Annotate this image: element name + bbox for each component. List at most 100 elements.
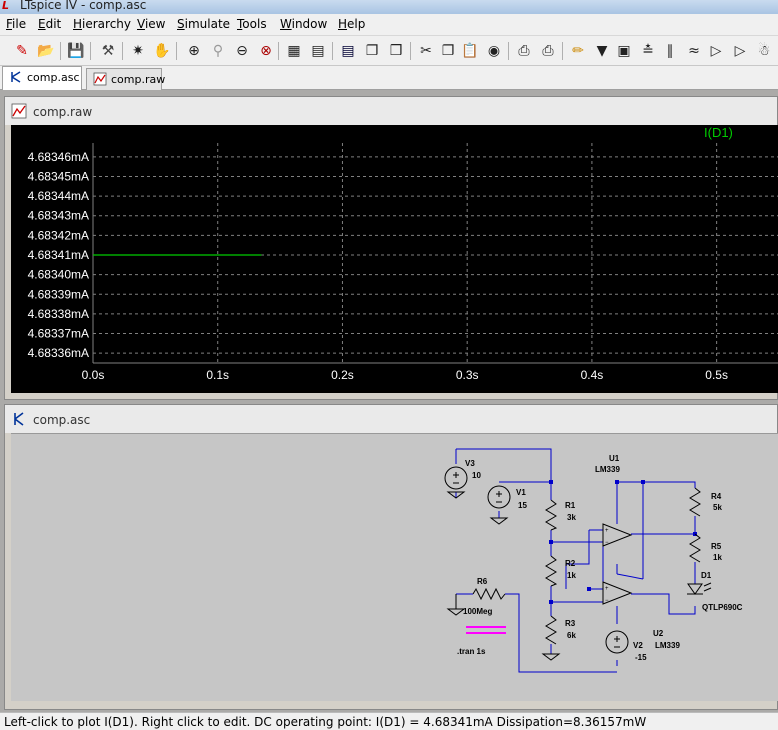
paste-icon[interactable]: 📋 [461,43,479,59]
new-schematic-icon[interactable]: ✎ [16,43,28,59]
schematic-window: comp.asc [4,404,778,710]
v3-source[interactable] [444,466,468,490]
menu-edit[interactable]: Edit [38,17,62,31]
v3-ref: V3 [465,459,475,468]
copy-icon[interactable]: ❐ [441,43,455,59]
v1-source[interactable] [487,485,511,509]
capacitor-icon[interactable]: ∥ [666,43,674,59]
toolbar-separator [176,42,177,60]
menu-hierarchy[interactable]: Hierarchy [73,17,132,31]
find-binoculars-icon[interactable]: ◉ [487,43,501,59]
zoom-out-icon[interactable]: ⊖ [236,43,248,59]
halt-hand-icon[interactable]: ✋ [153,43,171,59]
print-icon[interactable]: ⎙ [542,43,554,59]
menu-bar: File Edit Hierarchy View Simulate Tools … [0,14,778,36]
zoom-in-icon[interactable]: ⊕ [188,43,200,59]
toolbar-separator [562,42,563,60]
inductor-icon[interactable]: ≈ [688,43,700,59]
pan-icon[interactable]: ⚲ [212,43,224,59]
v2-value: -15 [635,653,647,662]
x-tick-label: 0.2s [331,368,354,382]
print-setup-icon[interactable]: ⎙ [518,43,530,59]
toolbar-separator [508,42,509,60]
close-all-icon[interactable]: ❒ [389,43,403,59]
x-tick-label: 0.3s [456,368,479,382]
r3-resistor[interactable] [545,615,557,645]
svg-text:+: + [605,586,609,592]
tab-comp-asc[interactable]: comp.asc [2,66,82,90]
waveform-icon [93,72,107,86]
x-tick-label: 0.5s [705,368,728,382]
cascade-icon[interactable]: ❐ [365,43,379,59]
circuit-schematic[interactable]: V3 10 V1 15 U1 LM339 R1 3k R2 1k R3 6k R… [11,434,778,702]
svg-text:−: − [605,540,609,546]
diode-icon[interactable]: ▷ [710,43,722,59]
r5-resistor[interactable] [689,533,701,563]
r6-resistor[interactable] [472,587,506,601]
r1-value: 3k [567,513,576,522]
ltspice-app-icon: L [2,0,10,12]
toolbar: ✎ 📂 💾 ⚒ ✷ ✋ ⊕ ⚲ ⊖ ⊗ ▦ ▤ ▤ ❐ ❒ ✂ ❐ 📋 ◉ ⎙ … [0,36,778,66]
r1-ref: R1 [565,501,576,510]
menu-file[interactable]: File [6,17,27,31]
zoom-cancel-icon[interactable]: ⊗ [260,43,272,59]
u2-comparator[interactable] [602,581,633,605]
fft-icon[interactable]: ▤ [311,43,325,59]
menu-help[interactable]: Help [338,17,366,31]
d1-value: QTLP690C [702,603,743,612]
r6-value: 100Meg [463,607,492,616]
save-icon[interactable]: 💾 [67,43,85,59]
schematic-canvas[interactable]: V3 10 V1 15 U1 LM339 R1 3k R2 1k R3 6k R… [11,433,778,701]
u1-comparator[interactable] [602,523,633,547]
label-net-icon[interactable]: ▣ [617,43,631,59]
cut-icon[interactable]: ✂ [420,43,432,59]
u1-ref: U1 [609,454,620,463]
autorange-icon[interactable]: ▦ [287,43,301,59]
v2-ref: V2 [633,641,643,650]
rotate-icon[interactable]: ☃ [757,43,771,59]
x-tick-label: 0.0s [82,368,105,382]
y-tick-label: 4.68339mA [28,287,89,301]
tile-horizontal-icon[interactable]: ▤ [341,43,355,59]
r2-resistor[interactable] [545,555,558,587]
y-tick-label: 4.68345mA [28,169,89,183]
y-tick-label: 4.68340mA [28,268,89,282]
r6-ref: R6 [477,577,488,586]
tran-directive[interactable]: .tran 1s [457,647,486,656]
waveform-window-title: comp.raw [33,105,93,119]
resistor-icon[interactable]: ≛ [642,43,654,59]
menu-tools[interactable]: Tools [237,17,267,31]
r4-resistor[interactable] [689,487,701,517]
y-tick-label: 4.68341mA [28,248,89,262]
waveform-chart[interactable]: 4.68346mA4.68345mA4.68344mA4.68343mA4.68… [11,125,778,393]
wires [455,448,696,673]
y-tick-label: 4.68342mA [28,228,89,242]
y-tick-label: 4.68343mA [28,209,89,223]
x-tick-label: 0.4s [581,368,604,382]
draw-wire-icon[interactable]: ✏ [572,43,584,59]
menu-view[interactable]: View [137,17,166,31]
menu-window[interactable]: Window [280,17,328,31]
status-text: Left-click to plot I(D1). Right click to… [4,715,647,729]
control-panel-hammer-icon[interactable]: ⚒ [101,43,115,59]
toolbar-separator [410,42,411,60]
trace-label[interactable]: I(D1) [704,125,733,140]
run-icon[interactable]: ✷ [132,43,144,59]
menu-simulate[interactable]: Simulate [177,17,231,31]
toolbar-separator [332,42,333,60]
open-folder-icon[interactable]: 📂 [37,43,55,59]
tab-comp-raw[interactable]: comp.raw [86,68,165,90]
document-tab-strip: comp.asc comp.raw [0,66,778,90]
svg-text:−: − [605,598,609,604]
tab-label: comp.asc [27,71,80,84]
d1-led[interactable] [687,583,703,595]
ground-icon[interactable]: ▼ [596,43,608,59]
title-bar: L LTspice IV - comp.asc [0,0,778,14]
r1-resistor[interactable] [545,499,558,531]
v2-source[interactable] [605,630,629,654]
r4-ref: R4 [711,492,722,501]
waveform-window-header: comp.raw [5,97,777,125]
schematic-window-title: comp.asc [33,413,91,427]
component-icon[interactable]: ▷ [734,43,746,59]
